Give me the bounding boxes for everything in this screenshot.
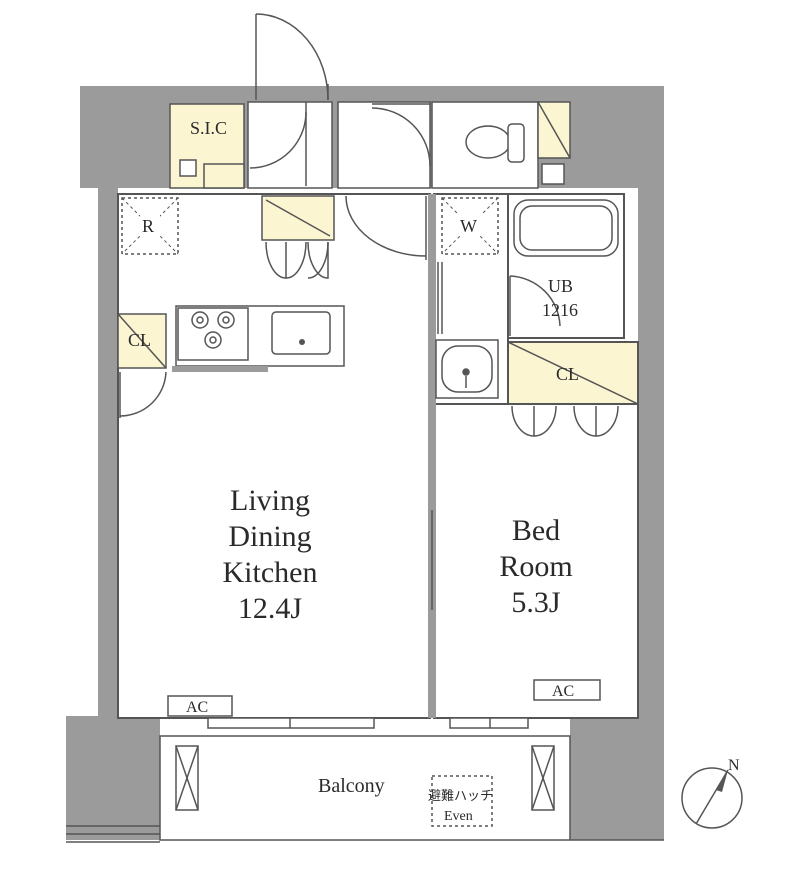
ldk-ac-box <box>167 695 233 717</box>
hatch-label-line2: Even <box>444 809 473 824</box>
entry-door <box>255 13 329 101</box>
ldk-line-4: 12.4J <box>238 592 303 625</box>
kitchen-closet-door <box>119 371 167 418</box>
bedroom-line-3: 5.3J <box>511 586 561 619</box>
windows <box>207 717 529 729</box>
balcony-label: Balcony <box>318 775 385 797</box>
stove-burners-icon <box>191 311 235 349</box>
entrance-door <box>371 103 431 167</box>
compass-icon: N <box>681 757 743 829</box>
bathtub-icon <box>513 199 619 257</box>
bedroom-line-1: Bed <box>512 514 560 547</box>
washer-icon <box>441 197 499 255</box>
bedroom-name: Bed Room 5.3J <box>499 514 572 619</box>
toilet-storage <box>537 101 571 159</box>
bedroom-closet-diagonal <box>507 341 639 405</box>
refrigerator-label: R <box>142 216 154 236</box>
sink-drain-icon <box>299 339 305 345</box>
toilet-box <box>541 163 565 185</box>
compass-north-label: N <box>728 757 740 774</box>
sic-label: S.I.C <box>190 118 227 138</box>
sic-small-box <box>179 159 197 177</box>
kitchen-closet-label: CL <box>128 330 151 350</box>
balcony-partition-left <box>175 745 199 811</box>
kitchen-counter <box>172 305 345 372</box>
bath-label-line1: UB <box>548 276 573 296</box>
washer-label: W <box>460 216 477 236</box>
ldk-line-1: Living <box>230 484 310 517</box>
hatch-label-line1: 避難ハッチ <box>428 788 493 803</box>
wet-area-lines <box>437 262 443 334</box>
ldk-door <box>345 195 427 260</box>
bedroom-ac-label: AC <box>552 683 574 700</box>
balcony-partition-right <box>531 745 555 811</box>
pantry-storage <box>261 195 335 241</box>
ldk-line-3: Kitchen <box>223 556 318 589</box>
bath-label-line2: 1216 <box>542 300 578 320</box>
kitchen-closet <box>117 313 167 369</box>
balcony <box>66 735 664 843</box>
sic-lower <box>203 163 245 189</box>
room-outlines <box>117 193 639 719</box>
ldk-ac-label: AC <box>186 699 208 716</box>
ldk-name: Living Dining Kitchen 12.4J <box>223 484 318 625</box>
bedroom-closet-doors <box>511 405 619 437</box>
toilet-icon <box>465 123 525 163</box>
ldk-line-2: Dining <box>228 520 311 553</box>
upper-interior <box>118 101 638 196</box>
bath-door <box>509 275 561 336</box>
bedroom-ac-box <box>533 679 601 701</box>
pantry-doors <box>265 241 329 279</box>
wash-basin-icon <box>435 339 499 399</box>
bedroom-closet-label: CL <box>556 364 579 384</box>
partition-wall <box>428 194 436 718</box>
escape-hatch: 避難ハッチ Even <box>428 775 493 827</box>
bedroom-line-2: Room <box>499 550 572 583</box>
corridor-door <box>249 102 307 186</box>
refrigerator-icon <box>121 197 179 255</box>
